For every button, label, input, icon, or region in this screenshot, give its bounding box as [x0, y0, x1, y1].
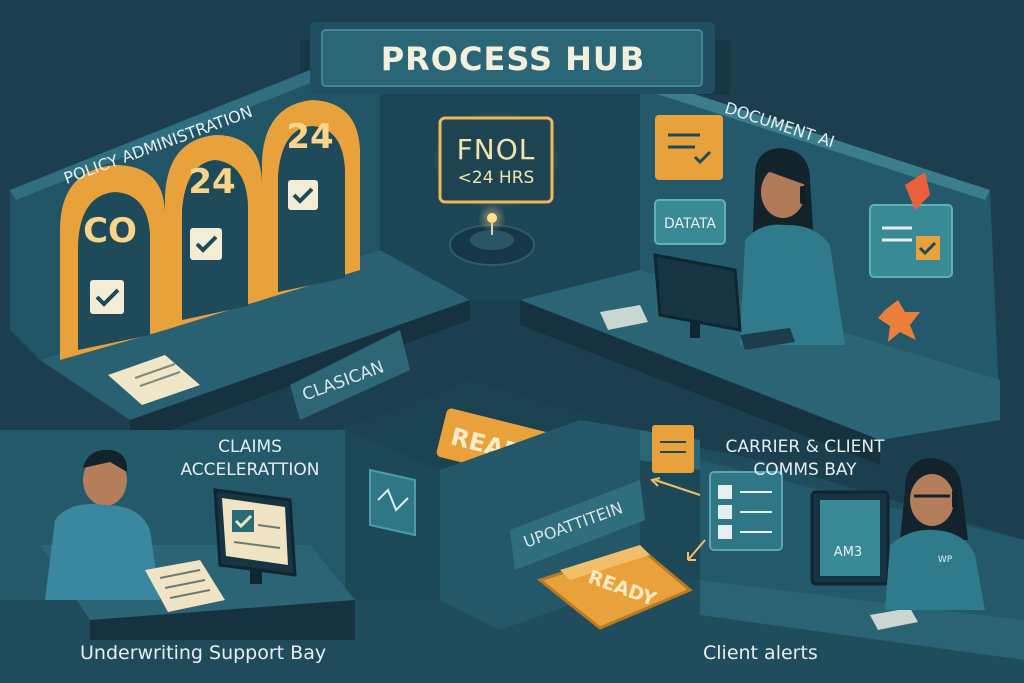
- alert-beacon: [449, 204, 535, 266]
- fnol-title: FNOL: [456, 132, 536, 166]
- carrier-comms-label: CARRIER & CLIENT COMMS BAY: [705, 436, 905, 482]
- carrier-label-line2: COMMS BAY: [753, 460, 857, 480]
- underwriting-worker: [45, 449, 225, 612]
- claims-acceleration-label: CLAIMS ACCELERATTION: [150, 436, 350, 482]
- underwriting-monitor: [213, 488, 297, 584]
- hub-title-banner: [310, 22, 715, 94]
- fnol-text: FNOL <24 HRS: [440, 118, 552, 202]
- hub-title: PROCESS HUB: [380, 40, 646, 78]
- arch-doors: [60, 100, 360, 360]
- claims-label-line1: CLAIMS: [218, 437, 282, 457]
- document-sheet: [108, 355, 200, 405]
- fnol-subtitle: <24 HRS: [457, 167, 535, 188]
- document-ai-worker: [740, 148, 845, 345]
- comms-worker: [885, 458, 985, 610]
- shirt-logo: WP: [938, 555, 953, 565]
- arch-label-3: 24: [286, 117, 333, 157]
- arch-label-2: 24: [188, 162, 235, 202]
- claims-label-line2: ACCELERATTION: [180, 460, 320, 480]
- ready-tray: [536, 545, 693, 630]
- fnol-sign: [432, 110, 560, 210]
- underwriting-caption: Underwriting Support Bay: [80, 642, 327, 664]
- notice-panel: [652, 425, 694, 473]
- am3-label: AM3: [834, 545, 862, 560]
- datata-label: DATATA: [664, 216, 716, 232]
- document-ai-panels: [654, 115, 953, 342]
- carrier-label-line1: CARRIER & CLIENT: [725, 437, 885, 457]
- comms-screens: [709, 471, 890, 586]
- document-ai-monitor: [600, 253, 795, 350]
- chart-panel: [369, 468, 416, 537]
- client-alerts-caption: Client alerts: [703, 642, 818, 664]
- arch-label-1: CO: [83, 211, 137, 251]
- clasican-sign: [290, 330, 410, 420]
